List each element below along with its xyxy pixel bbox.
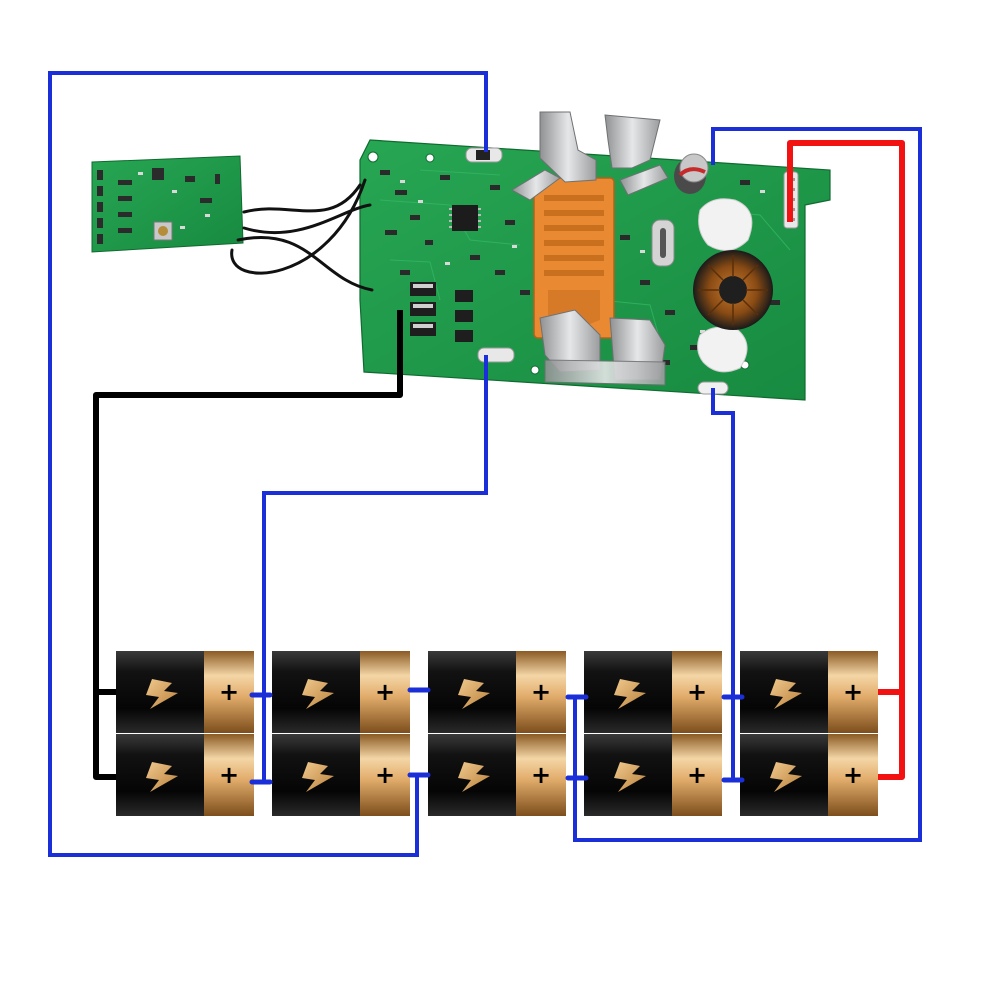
pad-bottom — [477, 347, 515, 363]
cell-cap — [516, 734, 566, 816]
main-bms-board — [359, 111, 831, 401]
battery-pack: + + + + + + + + + + — [116, 651, 878, 816]
cell-cap — [672, 651, 722, 733]
series-links — [249, 687, 745, 785]
lightning-bolt-icon — [770, 762, 802, 792]
lightning-bolt-icon — [770, 679, 802, 709]
cell-cap — [204, 651, 254, 733]
battery-cell: + — [584, 651, 722, 733]
battery-cell: + — [428, 651, 566, 733]
plus-sign-icon: + — [531, 678, 551, 706]
cell-cap — [360, 734, 410, 816]
cell-cap — [516, 651, 566, 733]
positive-wire — [787, 140, 905, 780]
lightning-bolt-icon — [302, 762, 334, 792]
battery-cell: + — [272, 651, 410, 733]
capacitor — [674, 153, 709, 194]
lightning-bolt-icon — [614, 679, 646, 709]
terminal-clips-top — [511, 111, 669, 201]
cell-cap — [672, 734, 722, 816]
balance-wire-middle — [262, 355, 488, 782]
board-link-cable — [230, 178, 374, 292]
plus-sign-icon: + — [843, 678, 863, 706]
battery-cell: + — [116, 734, 254, 816]
lightning-bolt-icon — [458, 762, 490, 792]
lightning-bolt-icon — [302, 679, 334, 709]
balance-wire-outer-loop — [48, 71, 488, 857]
plus-sign-icon: + — [375, 678, 395, 706]
lightning-bolt-icon — [146, 679, 178, 709]
plus-sign-icon: + — [219, 678, 239, 706]
battery-cell: + — [740, 651, 878, 733]
negative-wire — [93, 310, 403, 780]
toroid-inductor — [693, 250, 773, 330]
cell-cap — [204, 734, 254, 816]
plus-sign-icon: + — [531, 761, 551, 789]
battery-cell: + — [584, 734, 722, 816]
cell-cap — [360, 651, 410, 733]
balance-wires — [48, 71, 922, 857]
plus-sign-icon: + — [843, 761, 863, 789]
battery-cell: + — [428, 734, 566, 816]
cell-cap — [828, 734, 878, 816]
lightning-bolt-icon — [614, 762, 646, 792]
plus-sign-icon: + — [687, 761, 707, 789]
plus-sign-icon: + — [375, 761, 395, 789]
terminal-clips-bottom — [539, 309, 666, 386]
balance-wire-right-pad — [711, 388, 735, 780]
mosfet-array — [410, 282, 473, 342]
bms-ic — [452, 205, 478, 231]
balance-wire-top-right — [573, 127, 922, 842]
battery-cell: + — [272, 734, 410, 816]
cell-cap — [828, 651, 878, 733]
plus-sign-icon: + — [219, 761, 239, 789]
plus-sign-icon: + — [687, 678, 707, 706]
lightning-bolt-icon — [458, 679, 490, 709]
battery-cell: + — [740, 734, 878, 816]
battery-cell: + — [116, 651, 254, 733]
lightning-bolt-icon — [146, 762, 178, 792]
small-control-board — [91, 155, 244, 253]
